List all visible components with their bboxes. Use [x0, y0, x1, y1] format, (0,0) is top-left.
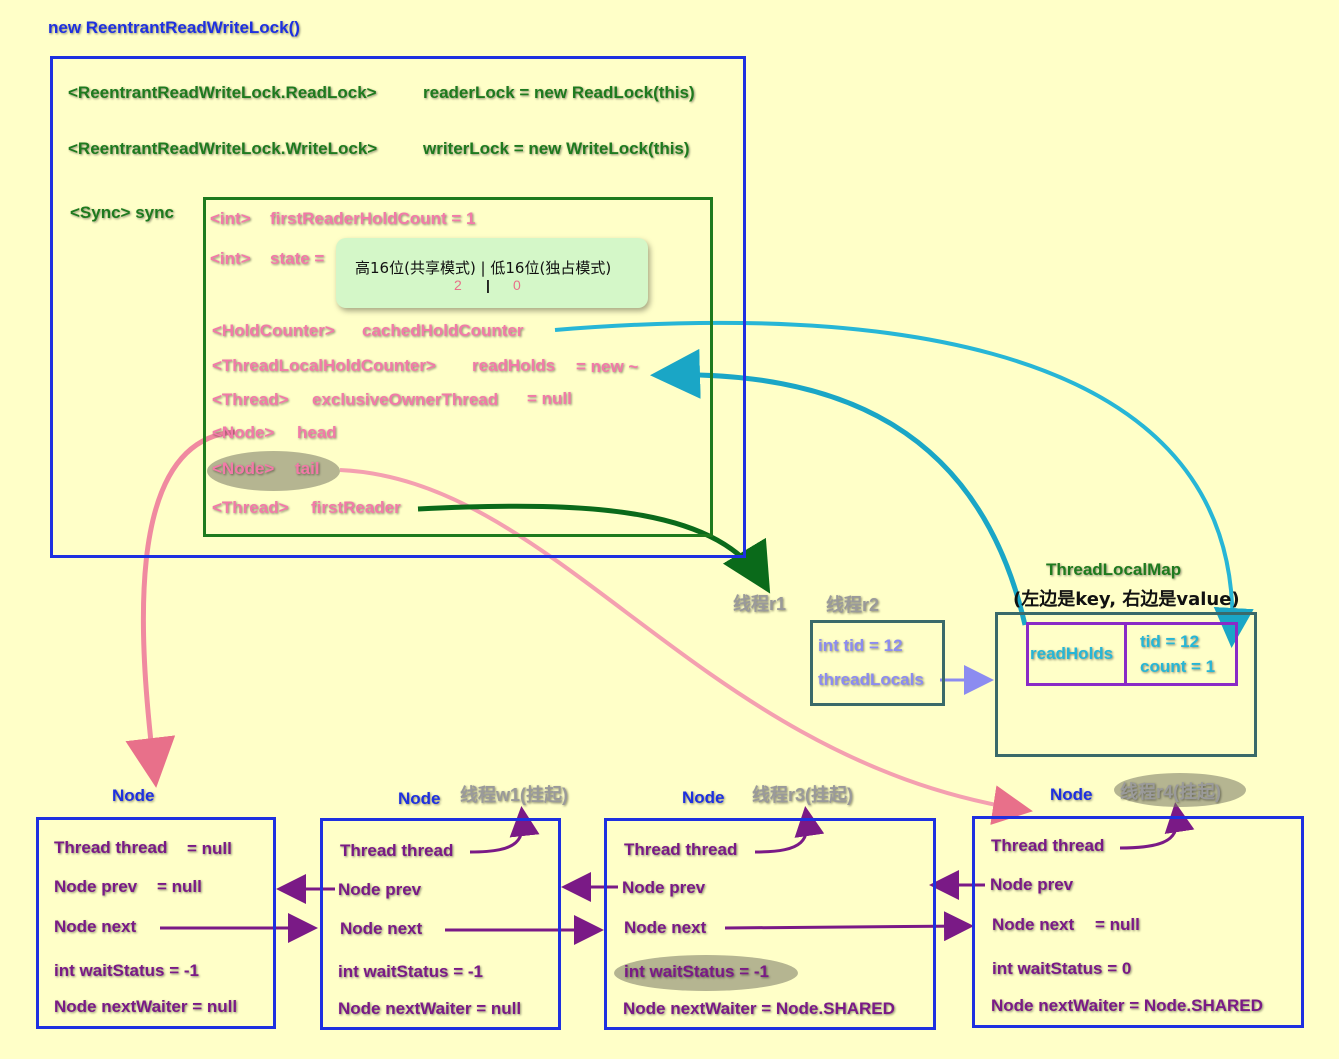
read-lock-field: readerLock = new ReadLock(this): [423, 83, 695, 102]
node-label: Node: [682, 788, 725, 807]
field-first-reader: firstReader: [311, 498, 401, 517]
node-label: Node: [112, 786, 155, 805]
map-entry-key: readHolds: [1030, 644, 1114, 663]
node-thread: Thread thread: [624, 840, 738, 859]
write-lock-type: <ReentrantReadWriteLock.WriteLock>: [68, 139, 378, 158]
field-state: state =: [270, 249, 325, 268]
node-wait-status: int waitStatus = -1: [54, 961, 199, 980]
node-next: Node next: [624, 918, 707, 937]
node-next: Node next: [340, 919, 423, 938]
state-note: [336, 238, 648, 308]
field-type-cached-hold-counter: <HoldCounter>: [212, 321, 335, 340]
diagram-title: new ReentrantReadWriteLock(): [48, 18, 300, 37]
thread-tag-arrow-r4: [1119, 802, 1195, 850]
field-type-read-holds: <ThreadLocalHoldCounter>: [212, 356, 436, 375]
thread-r2-tid: int tid = 12: [818, 636, 903, 655]
thread-local-map-title: ThreadLocalMap: [1046, 560, 1182, 579]
node-wait-status: int waitStatus = 0: [992, 959, 1132, 978]
node-next-waiter: Node nextWaiter = null: [54, 997, 238, 1016]
field-tail: tail: [295, 459, 320, 478]
node-next: Node next: [54, 917, 137, 936]
sync-label: <Sync> sync: [70, 203, 174, 222]
map-entry-tid: tid = 12: [1140, 632, 1200, 651]
node-box: [36, 817, 276, 1029]
node-box: [604, 818, 936, 1030]
state-separator: |: [486, 277, 490, 293]
node-prev: Node prev: [54, 877, 138, 896]
field-head: head: [297, 423, 337, 442]
thread-r4-highlight: [1114, 773, 1246, 807]
state-low-value: 0: [513, 277, 521, 293]
node-thread: Thread thread: [991, 836, 1105, 855]
field-type-tail: <Node>: [212, 459, 275, 478]
state-high-value: 2: [454, 277, 462, 293]
field-type-state: <int>: [210, 249, 251, 268]
map-entry-count: count = 1: [1140, 657, 1216, 676]
thread-r1-label: 线程r1: [733, 594, 787, 614]
node-box: [972, 816, 1304, 1028]
field-cached-hold-counter: cachedHoldCounter: [362, 321, 524, 340]
node-thread-tag: 线程r3(挂起): [752, 785, 854, 805]
map-entry-value-cell: [1124, 622, 1238, 686]
node-label: Node: [1050, 785, 1093, 804]
node-thread: Thread thread: [340, 841, 454, 860]
tail-arrow: [339, 468, 1033, 825]
node-prev: Node prev: [990, 875, 1074, 894]
node-thread: Thread thread: [54, 838, 168, 857]
thread-r2-box: [810, 620, 945, 706]
lock-box: [50, 56, 746, 558]
thread-r2-label: 线程r2: [826, 595, 880, 615]
node-next-waiter: Node nextWaiter = Node.SHARED: [623, 999, 895, 1018]
readholds-key-arrow: [650, 348, 1028, 626]
node-box: [320, 818, 561, 1030]
field-type-first-reader: <Thread>: [212, 498, 289, 517]
field-type-first-reader-hold-count: <int>: [210, 209, 251, 228]
node-next: Node next: [992, 915, 1075, 934]
sync-box: [203, 197, 713, 537]
first-reader-arrow: [417, 503, 771, 594]
node-thread-tag: 线程w1(挂起): [460, 785, 568, 805]
node-wait-status: int waitStatus = -1: [624, 962, 769, 981]
node-next-waiter: Node nextWaiter = null: [338, 999, 522, 1018]
wait-status-highlight: [614, 955, 798, 991]
node-label: Node: [398, 789, 441, 808]
node-prev-value: = null: [157, 877, 202, 896]
thread-local-map-subtitle: (左边是key, 右边是value): [1013, 589, 1240, 610]
field-read-holds-value: = new ~: [576, 357, 639, 376]
node-thread-value: = null: [187, 839, 232, 858]
tail-highlight: [207, 451, 340, 491]
thread-local-map-box: [995, 612, 1257, 757]
thread-r2-thread-locals: threadLocals: [818, 670, 924, 689]
node-thread-tag: 线程r4(挂起): [1120, 782, 1222, 802]
node-wait-status: int waitStatus = -1: [338, 962, 483, 981]
node-next-waiter: Node nextWaiter = Node.SHARED: [991, 996, 1263, 1015]
head-arrow: [125, 429, 236, 788]
write-lock-field: writerLock = new WriteLock(this): [423, 139, 690, 158]
node-next-value: = null: [1095, 915, 1140, 934]
field-read-holds: readHolds: [472, 356, 556, 375]
node-prev: Node prev: [338, 880, 422, 899]
node-prev: Node prev: [622, 878, 706, 897]
field-type-exclusive-owner-thread: <Thread>: [212, 390, 289, 409]
next-arrow-3: [724, 911, 974, 942]
field-exclusive-owner-thread-value: = null: [527, 389, 572, 408]
cached-holdcounter-arrow: [554, 320, 1254, 648]
field-first-reader-hold-count: firstReaderHoldCount = 1: [270, 209, 476, 228]
field-type-head: <Node>: [212, 423, 275, 442]
state-note-title: 高16位(共享模式) | 低16位(独占模式): [355, 259, 612, 277]
read-lock-type: <ReentrantReadWriteLock.ReadLock>: [68, 83, 377, 102]
field-exclusive-owner-thread: exclusiveOwnerThread: [312, 390, 499, 409]
